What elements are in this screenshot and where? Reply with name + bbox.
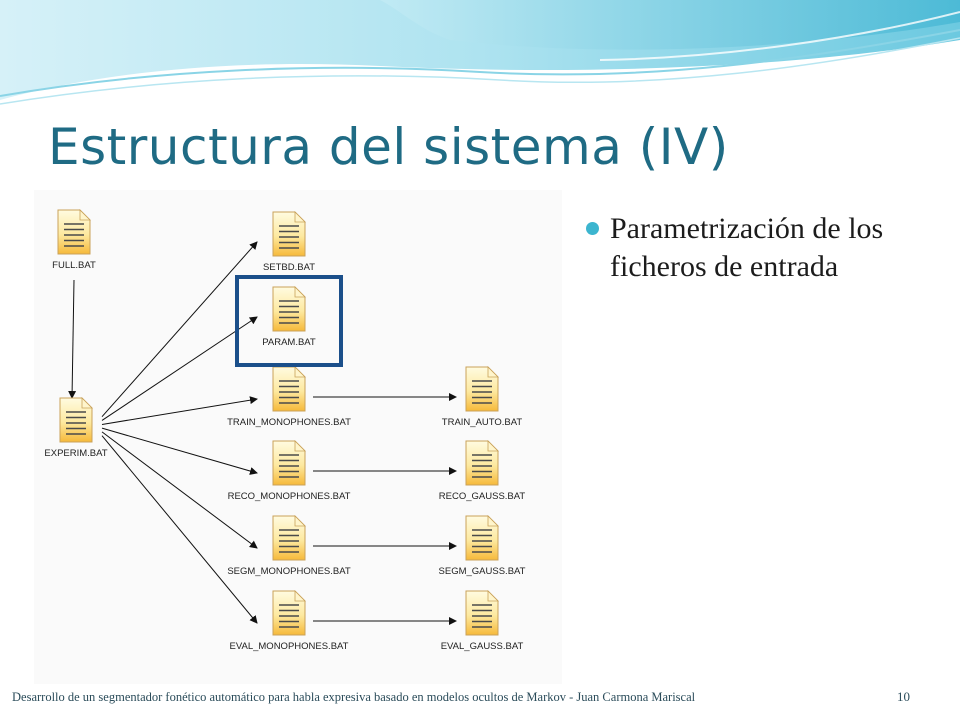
bullet-item: Parametrización de los ficheros de entra… xyxy=(610,212,884,283)
file-node-param: PARAM.BAT xyxy=(262,286,316,348)
file-node-reco_gauss: RECO_GAUSS.BAT xyxy=(439,440,526,502)
document-icon xyxy=(59,397,93,443)
document-icon xyxy=(272,515,306,561)
file-node-segm_gauss: SEGM_GAUSS.BAT xyxy=(439,515,526,577)
file-node-train_mono: TRAIN_MONOPHONES.BAT xyxy=(227,366,351,428)
file-label: RECO_MONOPHONES.BAT xyxy=(228,491,351,502)
slide-title: Estructura del sistema (IV) xyxy=(48,118,729,176)
document-icon xyxy=(465,590,499,636)
document-icon xyxy=(272,286,306,332)
document-icon xyxy=(272,440,306,486)
file-label: SETBD.BAT xyxy=(263,262,315,273)
file-label: EVAL_MONOPHONES.BAT xyxy=(230,641,349,652)
header-wave-decoration xyxy=(0,0,960,105)
file-label: RECO_GAUSS.BAT xyxy=(439,491,526,502)
bullet-icon xyxy=(586,222,599,235)
document-icon xyxy=(57,209,91,255)
edge-full-to-experim xyxy=(68,279,77,399)
file-label: FULL.BAT xyxy=(52,260,96,271)
file-node-reco_mono: RECO_MONOPHONES.BAT xyxy=(228,440,351,502)
edge-experim-to-train_mono xyxy=(101,396,258,425)
document-icon xyxy=(465,366,499,412)
file-node-train_auto: TRAIN_AUTO.BAT xyxy=(442,366,523,428)
file-label: EVAL_GAUSS.BAT xyxy=(441,641,524,652)
file-structure-diagram: FULL.BAT EXPERIM.BAT SETBD.BAT PARAM.BAT TRA… xyxy=(34,190,562,684)
file-label: PARAM.BAT xyxy=(262,337,316,348)
footer-text: Desarrollo de un segmentador fonético au… xyxy=(12,690,696,704)
edge-experim-to-eval_mono xyxy=(101,435,258,624)
file-node-segm_mono: SEGM_MONOPHONES.BAT xyxy=(227,515,351,577)
file-node-eval_gauss: EVAL_GAUSS.BAT xyxy=(441,590,524,652)
file-node-full: FULL.BAT xyxy=(52,209,96,271)
document-icon xyxy=(272,590,306,636)
file-label: EXPERIM.BAT xyxy=(44,448,107,459)
edge-experim-to-param xyxy=(101,316,258,421)
edge-experim-to-segm_mono xyxy=(101,431,258,549)
document-icon xyxy=(272,211,306,257)
file-node-experim: EXPERIM.BAT xyxy=(44,397,108,459)
file-label: TRAIN_MONOPHONES.BAT xyxy=(227,417,351,428)
edge-experim-to-setbd xyxy=(101,241,258,418)
file-label: SEGM_MONOPHONES.BAT xyxy=(227,566,351,577)
document-icon xyxy=(465,440,499,486)
file-node-eval_mono: EVAL_MONOPHONES.BAT xyxy=(230,590,349,652)
file-node-setbd: SETBD.BAT xyxy=(263,211,315,273)
file-label: TRAIN_AUTO.BAT xyxy=(442,417,523,428)
page-number: 10 xyxy=(897,689,910,704)
document-icon xyxy=(465,515,499,561)
document-icon xyxy=(272,366,306,412)
param-highlight-box xyxy=(235,275,343,367)
bullet-list: Parametrización de los ficheros de entra… xyxy=(586,210,926,286)
file-label: SEGM_GAUSS.BAT xyxy=(439,566,526,577)
edge-experim-to-reco_mono xyxy=(101,427,258,475)
